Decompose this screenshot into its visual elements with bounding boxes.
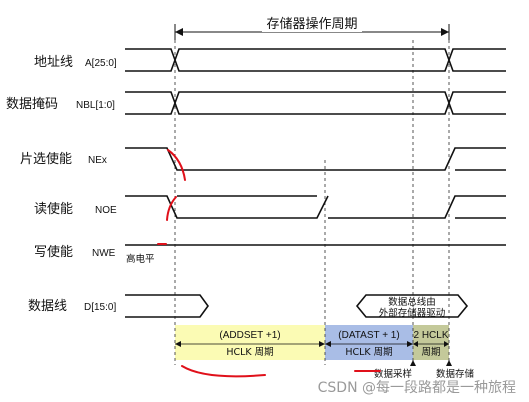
phase-addset-arrow	[175, 341, 325, 347]
phase-addset-line1: (ADDSET +1)	[219, 330, 280, 341]
signal-code-chipselect: NEx	[88, 155, 107, 166]
mask-waveform	[125, 91, 506, 115]
sample-marker	[410, 360, 416, 366]
watermark: CSDN @每一段路都是一种旅程	[318, 380, 516, 396]
signal-name-read: 读使能	[34, 201, 73, 217]
store-label: 数据存储	[436, 368, 475, 380]
red-annotation-read	[166, 196, 177, 221]
signal-code-data: D[15:0]	[84, 302, 116, 313]
phase-datast-line2: HCLK 周期	[345, 347, 392, 358]
data-bus-note-2: 外部存储器驱动	[379, 307, 446, 319]
signal-name-mask: 数据掩码	[6, 97, 58, 112]
signal-code-read: NOE	[95, 205, 117, 216]
phase-2hclk-box	[413, 325, 449, 360]
phase-addset-line2: HCLK 周期	[226, 347, 273, 358]
signal-code-mask: NBL[1:0]	[76, 100, 115, 111]
phase-datast-arrow	[325, 341, 413, 347]
phase-datast-line1: (DATAST + 1)	[338, 330, 399, 341]
signal-name-address: 地址线	[34, 55, 73, 70]
phase-2hclk-line1: 2 HCLK	[413, 330, 448, 341]
signal-name-write: 写使能	[34, 244, 73, 260]
write-high-note: 高电平	[126, 253, 155, 265]
red-annotation-bottom-left	[181, 365, 266, 378]
store-marker	[446, 360, 452, 366]
signal-code-write: NWE	[92, 248, 116, 259]
data-waveform	[125, 294, 209, 318]
phase-2hclk-arrow	[413, 341, 449, 347]
phase-datast-box	[325, 325, 413, 360]
read-waveform	[125, 195, 506, 219]
signal-code-address: A[25:0]	[85, 58, 117, 69]
operation-cycle-label: 存储器操作周期	[266, 16, 357, 32]
address-waveform	[125, 48, 506, 72]
phase-addset-box	[175, 325, 325, 360]
data-valid-window	[355, 294, 469, 318]
signal-name-data: 数据线	[28, 299, 67, 314]
red-annotation-chipselect	[167, 149, 186, 181]
sample-label: 数据采样	[374, 368, 412, 380]
chipselect-waveform	[125, 147, 506, 171]
phase-2hclk-line2: 周期	[421, 347, 440, 358]
data-bus-note-1: 数据总线由	[388, 296, 436, 308]
signal-name-chipselect: 片选使能	[20, 151, 72, 167]
